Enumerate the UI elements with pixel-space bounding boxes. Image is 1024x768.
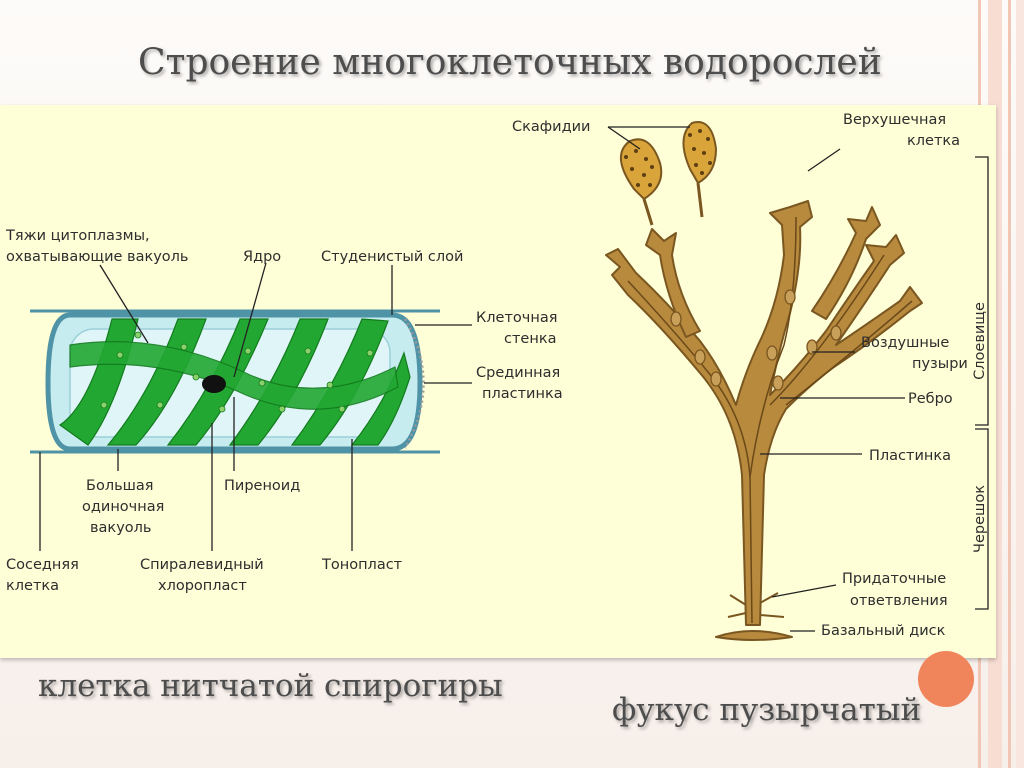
label-apical-cell-2: клетка [907, 133, 960, 149]
decorative-orange-circle [918, 651, 974, 707]
label-vacuole-3: вакуоль [90, 520, 151, 536]
label-chloroplast-2: хлоропласт [158, 578, 247, 594]
label-chloroplast-1: Спиралевидный [140, 557, 264, 573]
label-appendages-2: ответвления [850, 593, 948, 609]
label-middle-lamella-2: пластинка [482, 386, 563, 402]
label-vacuole-1: Большая [86, 478, 154, 494]
caption-spirogyra: клетка нитчатой спирогиры [38, 668, 503, 704]
diagram-svg: Тяжи цитоплазмы, охватывающие вакуоль Яд… [5, 112, 989, 641]
slide-title: Строение многоклеточных водорослей [138, 42, 882, 83]
scaphidia [620, 121, 718, 226]
label-blade: Пластинка [869, 448, 951, 464]
label-air-bladders-2: пузыри [912, 356, 968, 372]
fucus-leader-lines [607, 126, 905, 632]
label-appendages-1: Придаточные [842, 571, 946, 587]
air-bladders [670, 289, 842, 391]
label-basal-disc: Базальный диск [821, 623, 946, 639]
pyrenoids [100, 331, 374, 413]
label-nucleus: Ядро [243, 249, 281, 265]
label-air-bladders-1: Воздушные [861, 335, 949, 351]
label-cell-wall-2: стенка [504, 331, 556, 347]
label-neighbor-cell-1: Соседняя [6, 557, 79, 573]
label-neighbor-cell-2: клетка [6, 578, 59, 594]
label-stalk: Черешок [972, 485, 988, 553]
diagram-panel: Тяжи цитоплазмы, охватывающие вакуоль Яд… [0, 105, 996, 658]
label-middle-lamella-1: Срединная [476, 365, 560, 381]
label-apical-cell-1: Верхушечная [843, 112, 946, 128]
spirogyra-leader-lines [39, 262, 472, 551]
label-pyrenoid: Пиреноид [224, 478, 300, 494]
nucleus [202, 375, 226, 393]
fucus-brackets [975, 156, 989, 610]
spirogyra-cell [30, 309, 440, 454]
label-vacuole-2: одиночная [82, 499, 164, 515]
label-cell-wall-1: Клеточная [476, 310, 557, 326]
label-tonoplast: Тонопласт [321, 557, 403, 573]
label-thallus: Слоевище [972, 302, 988, 380]
gelatinous-layer [403, 318, 425, 449]
label-cytoplasm-strands-2: охватывающие вакуоль [6, 249, 188, 265]
label-cytoplasm-strands-1: Тяжи цитоплазмы, [5, 228, 150, 244]
label-gelatinous-layer: Студенистый слой [321, 249, 463, 265]
fucus-plant [605, 200, 923, 641]
label-scaphidia: Скафидии [512, 119, 590, 135]
caption-fucus: фукус пузырчатый [612, 692, 922, 728]
label-midrib: Ребро [908, 391, 953, 407]
